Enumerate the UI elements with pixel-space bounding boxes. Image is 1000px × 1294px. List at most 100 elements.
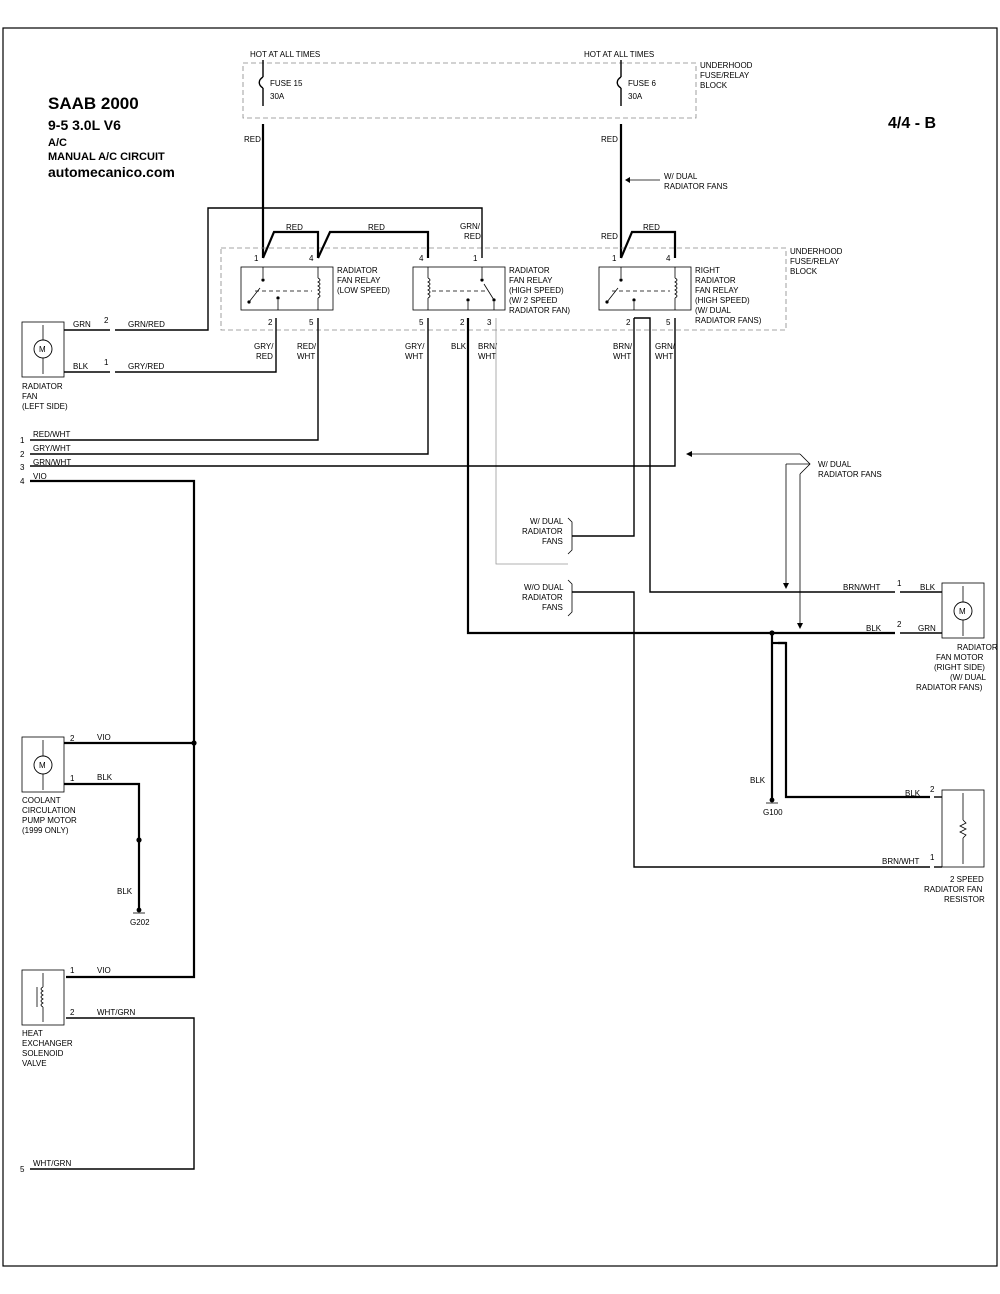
dual-fans-arrows: W/ DUAL RADIATOR FANS (686, 451, 882, 629)
pin-number: 1 (473, 254, 478, 263)
fuse-block-label: BLOCK (790, 267, 818, 276)
pin-number: 2 (460, 318, 465, 327)
wire-color-red: RED (601, 232, 618, 241)
connector-number: 4 (20, 477, 25, 486)
connector-wire: GRN/WHT (33, 458, 71, 467)
svg-text:M: M (959, 607, 966, 616)
component-label: RESISTOR (944, 895, 985, 904)
coolant-circulation-pump: M COOLANT CIRCULATION PUMP MOTOR (1999 O… (21, 733, 194, 927)
site-label: automecanico.com (48, 164, 175, 180)
wire-color: BRN/ (478, 342, 498, 351)
component-label: (W/ DUAL (950, 673, 987, 682)
relay-label: (HIGH SPEED) (695, 296, 750, 305)
option-note: FANS (542, 603, 563, 612)
dual-fans-note: RADIATOR FANS (818, 470, 882, 479)
wire-color: BLK (920, 583, 936, 592)
pin-number: 2 (104, 316, 109, 325)
pin-number: 1 (612, 254, 617, 263)
connector-number: 5 (20, 1165, 25, 1174)
pin-number: 2 (70, 734, 75, 743)
wire-color-grn-red: GRN/ (460, 222, 481, 231)
radiator-fan-resistor: 2 SPEED RADIATOR FAN RESISTOR BLK 2 BRN/… (882, 785, 985, 904)
connector-number: 1 (20, 436, 25, 445)
pin-number: 2 (268, 318, 273, 327)
relay-output-wiring: GRY/ RED RED/ WHT GRY/ WHT BLK BRN/ WHT … (30, 317, 895, 635)
wire-color-red: RED (244, 135, 261, 144)
ground-label: G202 (130, 918, 150, 927)
wire-color: WHT (655, 352, 673, 361)
wire-color-red: RED (643, 223, 660, 232)
page-frame (2, 27, 998, 1267)
pin-number: 1 (897, 579, 902, 588)
circuit-label: MANUAL A/C CIRCUIT (48, 151, 165, 163)
component-label: 2 SPEED (950, 875, 984, 884)
relay-label: RADIATOR (695, 276, 736, 285)
pin-number: 5 (419, 318, 424, 327)
page-number: 4/4 - B (888, 115, 936, 132)
component-label: CIRCULATION (22, 806, 76, 815)
wire-color: GRY/RED (128, 362, 165, 371)
pin-number: 1 (930, 853, 935, 862)
pin-number: 1 (254, 254, 259, 263)
wire-color: GRN/RED (128, 320, 165, 329)
wire-color: RED (256, 352, 273, 361)
wire-color: GRN (73, 320, 91, 329)
option-note: W/ DUAL (530, 517, 564, 526)
fuse-15-label: FUSE 15 (270, 79, 303, 88)
fuse-6-label: FUSE 6 (628, 79, 657, 88)
fuse-block-label: UNDERHOOD (700, 61, 753, 70)
pin-number: 2 (930, 785, 935, 794)
connector-list: 1 RED/WHT 2 GRY/WHT 3 GRN/WHT 4 VIO 5 WH… (20, 430, 197, 1174)
wire-color: BRN/WHT (843, 583, 880, 592)
wire-color: GRN/ (655, 342, 676, 351)
pin-number: 4 (666, 254, 671, 263)
dual-fans-note: W/ DUAL (664, 172, 698, 181)
fan-option-notes: W/ DUAL RADIATOR FANS W/O DUAL RADIATOR … (522, 517, 930, 868)
pin-number: 5 (666, 318, 671, 327)
wire-color: WHT (478, 352, 496, 361)
wire-color: WHT (297, 352, 315, 361)
wire-color: GRY/ (405, 342, 425, 351)
heat-exchanger-solenoid-valve: HEAT EXCHANGER SOLENOID VALVE 1 VIO 2 WH… (21, 966, 135, 1068)
option-note: W/O DUAL (524, 583, 564, 592)
pin-number: 1 (104, 358, 109, 367)
component-label: RADIATOR FANS) (916, 683, 983, 692)
wire-color: WHT (405, 352, 423, 361)
pin-number: 2 (626, 318, 631, 327)
pin-number: 5 (309, 318, 314, 327)
relay-label: (HIGH SPEED) (509, 286, 564, 295)
underhood-fuse-block-top: HOT AT ALL TIMES HOT AT ALL TIMES UNDERH… (242, 50, 753, 119)
connector-wire: GRY/WHT (33, 444, 71, 453)
relay-label: (LOW SPEED) (337, 286, 390, 295)
wire-color: BRN/WHT (882, 857, 919, 866)
component-label: FAN (22, 392, 38, 401)
wire-color: BLK (451, 342, 467, 351)
fuse-block-label: FUSE/RELAY (700, 71, 750, 80)
component-label: RADIATOR (22, 382, 63, 391)
pin-number: 2 (70, 1008, 75, 1017)
radiator-fan-relay-high: 4 1 5 2 3 RADIATOR FAN RELAY (HIGH SPEED… (412, 254, 570, 327)
relay-label: FAN RELAY (337, 276, 381, 285)
underhood-fuse-block-mid: UNDERHOOD FUSE/RELAY BLOCK (220, 247, 843, 331)
wire-color: BLK (117, 887, 133, 896)
relay-label: RADIATOR FANS) (695, 316, 762, 325)
ground-g100: BLK G100 (750, 630, 930, 817)
relay-label: FAN RELAY (695, 286, 739, 295)
dual-fans-note: W/ DUAL (818, 460, 852, 469)
connector-wire: WHT/GRN (33, 1159, 71, 1168)
relay-label: FAN RELAY (509, 276, 553, 285)
radiator-fan-left: M RADIATOR FAN (LEFT SIDE) GRN 2 GRN/RED… (21, 316, 277, 411)
wire-color-grn-red: RED (464, 232, 481, 241)
relay-label: RADIATOR (337, 266, 378, 275)
solenoid-coil-icon (40, 986, 44, 1008)
model-label: 9-5 3.0L V6 (48, 117, 121, 133)
wire-color: BLK (750, 776, 766, 785)
wire-color-red: RED (601, 135, 618, 144)
component-label: FAN MOTOR (936, 653, 984, 662)
relay-feed-wiring: RED RED GRN/ RED RED RED (115, 207, 677, 331)
option-note: RADIATOR (522, 593, 563, 602)
relay-label: (W/ DUAL (695, 306, 732, 315)
wire-color: WHT/GRN (97, 1008, 135, 1017)
component-label: EXCHANGER (22, 1039, 73, 1048)
